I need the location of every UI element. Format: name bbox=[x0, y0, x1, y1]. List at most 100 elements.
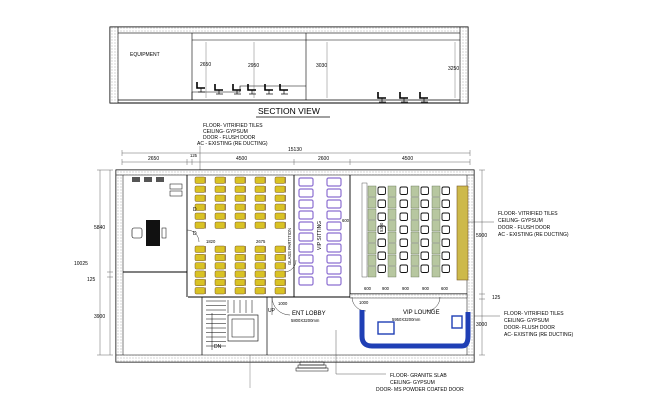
vip-chair-seat bbox=[298, 188, 314, 198]
lab-desk-segment bbox=[367, 231, 377, 243]
lab-chair-seat bbox=[441, 251, 450, 260]
hall-chair-seat bbox=[214, 194, 226, 202]
hall-chair bbox=[274, 203, 286, 211]
hall-chair-seat bbox=[274, 287, 286, 295]
hall-chair-seat bbox=[254, 185, 266, 193]
hall-chair bbox=[254, 194, 266, 202]
hall-chair-seat bbox=[234, 270, 246, 278]
hall-chair-seat bbox=[214, 176, 226, 184]
dim-between-blocks-2: 2675 bbox=[256, 239, 266, 244]
section-view-title: SECTION VIEW bbox=[258, 106, 320, 116]
top-spec-line-3: DOOR - FLUSH DOOR bbox=[203, 135, 256, 141]
section-chair-body bbox=[279, 84, 288, 91]
office-desk bbox=[146, 220, 160, 246]
right-spec-1-line-1: FLOOR- VITRIFIED TILES bbox=[498, 211, 558, 217]
lab-desk-segment bbox=[410, 197, 420, 209]
hall-chair-seat bbox=[274, 176, 286, 184]
vip-chair bbox=[298, 199, 314, 209]
vip-chair-seat bbox=[326, 210, 342, 220]
lab-desks bbox=[367, 185, 441, 278]
hall-chair-seat bbox=[254, 278, 266, 286]
section-chair-body bbox=[196, 82, 205, 89]
vip-chair bbox=[326, 254, 342, 264]
entrance-step-3 bbox=[295, 367, 329, 372]
lab-chair-seat bbox=[377, 212, 386, 221]
vip-chair bbox=[298, 243, 314, 253]
hall-chair bbox=[214, 270, 226, 278]
dim-total-width: 15130 bbox=[288, 147, 302, 153]
lab-desk-segment bbox=[410, 220, 420, 232]
main-hall-seating bbox=[194, 176, 286, 295]
door-swing-office bbox=[186, 229, 200, 243]
lab-desk-segment bbox=[387, 185, 397, 197]
stair-up-label: UP bbox=[268, 308, 276, 314]
hall-chair bbox=[194, 203, 206, 211]
lab-desk-segment bbox=[387, 220, 397, 232]
bottom-spec: FLOOR- GRANITE SLAB CEILING- GYPSUM DOOR… bbox=[335, 330, 464, 393]
lab-chair-seat bbox=[420, 225, 429, 234]
dim-top-seg-4: 2600 bbox=[318, 156, 329, 162]
hall-chair bbox=[254, 203, 266, 211]
lab-chair-seat bbox=[399, 251, 408, 260]
hall-chair bbox=[274, 270, 286, 278]
lab-desk-segment bbox=[367, 266, 377, 278]
section-view: EQUIPMENT 2650 2950 3030 3250 bbox=[109, 26, 469, 104]
hall-chair-seat bbox=[254, 245, 266, 253]
vip-chair-seat bbox=[326, 199, 342, 209]
vip-chair-seat bbox=[326, 265, 342, 275]
hall-chair-seat bbox=[234, 194, 246, 202]
hall-chair bbox=[194, 287, 206, 295]
hall-chair-seat bbox=[194, 278, 206, 286]
hall-chair bbox=[254, 270, 266, 278]
hall-chair bbox=[274, 262, 286, 270]
hall-chair bbox=[234, 176, 246, 184]
hall-chair bbox=[234, 185, 246, 193]
hall-chair-seat bbox=[254, 212, 266, 220]
section-right-wall bbox=[459, 26, 469, 104]
hall-chair bbox=[254, 221, 266, 229]
lab-chair bbox=[420, 186, 429, 195]
right-spec-1: FLOOR- VITRIFIED TILES CEILING- GYPSUM D… bbox=[468, 211, 569, 238]
lab-chair bbox=[441, 186, 450, 195]
vip-chair bbox=[298, 276, 314, 286]
floor-plan bbox=[115, 169, 475, 388]
lab-desk-segment bbox=[367, 220, 377, 232]
lab-chair bbox=[399, 264, 408, 273]
vip-lounge-table-1 bbox=[377, 321, 395, 335]
hall-chair-seat bbox=[194, 254, 206, 262]
lab-desk-segment bbox=[367, 208, 377, 220]
section-chair-body bbox=[232, 84, 241, 91]
top-spec-line-1: FLOOR- VITRIFIED TILES bbox=[203, 123, 263, 129]
lab-desk-segment bbox=[410, 243, 420, 255]
vip-chair-seat bbox=[298, 232, 314, 242]
dim-lab-bottom-3: 900 bbox=[402, 286, 410, 291]
lab-desk-segment bbox=[431, 220, 441, 232]
vip-lounge-table-2 bbox=[451, 315, 463, 329]
office-shelf-1 bbox=[169, 183, 183, 190]
dim-lab-bottom-4: 900 bbox=[422, 286, 430, 291]
ent-lobby-label: ENT LOBBY bbox=[292, 311, 326, 317]
lab-chair-seat bbox=[399, 186, 408, 195]
dim-left-gap: 125 bbox=[87, 277, 96, 283]
section-roof-slab bbox=[109, 26, 469, 34]
hall-chair bbox=[234, 278, 246, 286]
hall-chair-seat bbox=[214, 203, 226, 211]
section-left-wall bbox=[109, 26, 119, 104]
right-spec-1-line-3: DOOR - FLUSH DOOR bbox=[498, 225, 551, 231]
section-chair-body bbox=[214, 84, 223, 91]
bottom-spec-leader bbox=[335, 330, 386, 375]
hall-chair-seat bbox=[194, 221, 206, 229]
hall-chair bbox=[274, 221, 286, 229]
lab-chair bbox=[420, 238, 429, 247]
hall-chair-seat bbox=[274, 278, 286, 286]
lab-chair-seat bbox=[420, 186, 429, 195]
hall-chair-seat bbox=[254, 270, 266, 278]
hall-chair-seat bbox=[194, 176, 206, 184]
hall-chair-seat bbox=[274, 270, 286, 278]
vip-chair-seat bbox=[298, 276, 314, 286]
vip-lounge-label: VIP LOUNGE bbox=[403, 310, 440, 316]
lab-chair bbox=[420, 251, 429, 260]
hall-chair bbox=[234, 212, 246, 220]
dim-top-seg-2: 125 bbox=[190, 153, 198, 158]
vip-chair bbox=[326, 210, 342, 220]
